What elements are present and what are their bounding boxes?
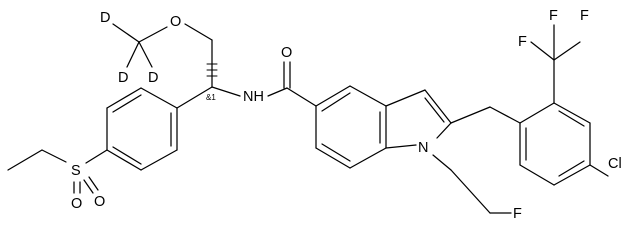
bond-ph-5 xyxy=(106,87,142,109)
bond-ph-2 xyxy=(140,149,178,171)
bond-ph-inner-3 xyxy=(112,94,142,113)
bond-o-ch2 xyxy=(184,23,213,41)
atom-s: S xyxy=(71,163,81,179)
atom-o-sulfonyl-1: O xyxy=(71,196,82,212)
bond-co-indole xyxy=(286,87,317,107)
atom-n-indole: N xyxy=(418,140,428,156)
atom-o-amide: O xyxy=(281,45,292,61)
bond-ar-2 xyxy=(553,102,591,124)
structure-canvas: O D D D &1 NH O N F F F F Cl S O O xyxy=(7,8,622,222)
atom-d3: D xyxy=(148,70,158,86)
bond-ar-4 xyxy=(553,164,591,186)
bond-ind-b5 xyxy=(315,147,351,169)
bond-ind-inner-1 xyxy=(321,92,351,112)
atom-f-cf3-1: F xyxy=(518,34,527,50)
atom-o-methoxy: O xyxy=(170,14,181,30)
bond-cd3-d3 xyxy=(138,41,153,68)
atom-labels: O D D D &1 NH O N F F F F Cl S O O xyxy=(71,8,622,222)
bond-pyr-3 xyxy=(436,122,452,139)
stereo-hash-bond xyxy=(206,63,218,77)
bond-cd3-d1 xyxy=(112,23,140,43)
bond-ch2-ch2 xyxy=(450,169,491,214)
bonds xyxy=(7,23,609,214)
stereo-label: &1 xyxy=(206,93,216,102)
atom-f-ethyl: F xyxy=(513,206,522,222)
atom-nh: NH xyxy=(243,89,264,105)
bond-pyr-1 xyxy=(385,89,426,107)
atom-d1: D xyxy=(100,10,110,26)
bond-ind-b4 xyxy=(349,147,387,169)
bond-chiral-nh xyxy=(211,86,241,97)
atom-d2: D xyxy=(118,70,128,86)
bond-ind-inner-3 xyxy=(321,143,351,162)
bond-s-o2-b xyxy=(88,176,99,191)
bond-ph-s xyxy=(85,149,108,164)
bond-ar-inner-1 xyxy=(558,110,585,127)
bond-cf3-f3 xyxy=(553,41,581,61)
bond-ch2-ch3 xyxy=(7,149,43,171)
bond-chiral-phenyl xyxy=(176,86,213,109)
atom-f-cf3-2: F xyxy=(549,8,558,24)
bond-ph-6 xyxy=(140,87,178,109)
atom-f-cf3-3: F xyxy=(580,8,589,24)
bond-ind-b2 xyxy=(349,85,387,107)
bond-pyr-4 xyxy=(385,144,417,149)
bond-cd3-o xyxy=(138,26,168,43)
bond-n-ch2 xyxy=(432,154,452,171)
bond-ar-cl xyxy=(589,164,609,177)
bond-s-o2-a xyxy=(83,179,94,194)
bond-pyr-2-inner xyxy=(424,97,445,123)
bond-cd3-d2 xyxy=(126,41,140,68)
bond-ind-b1 xyxy=(315,85,351,107)
bond-ar-5 xyxy=(519,164,555,186)
molecule-diagram: O D D D &1 NH O N F F F F Cl S O O xyxy=(7,8,622,222)
atom-o-sulfonyl-2: O xyxy=(94,194,105,210)
bond-ch2-aryl xyxy=(489,106,521,124)
bond-cf3-f1 xyxy=(530,41,555,61)
bond-ph-inner-2 xyxy=(112,146,142,165)
bond-ar-1 xyxy=(519,102,555,124)
bond-s-ch2 xyxy=(41,149,67,163)
bond-c2-ch2 xyxy=(450,106,491,124)
atom-cl: Cl xyxy=(608,156,622,172)
bond-pyr-2 xyxy=(424,89,452,124)
bond-ar-inner-2 xyxy=(558,160,585,177)
bond-nh-co xyxy=(267,87,288,97)
bond-ph-3 xyxy=(106,149,142,171)
